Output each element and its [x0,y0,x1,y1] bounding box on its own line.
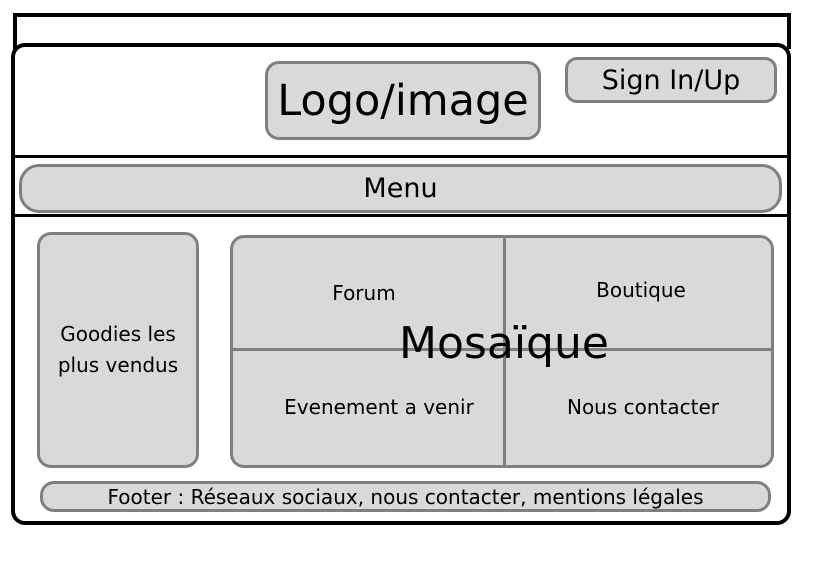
mosaic-cell-events[interactable]: Evenement a venir [233,395,525,419]
boutique-label: Boutique [596,278,686,302]
page-frame [11,43,791,525]
goodies-label-line2: plus vendus [57,353,179,377]
mosaic-grid [230,235,774,468]
mosaic-cell-contact[interactable]: Nous contacter [508,395,778,419]
mosaic-cell-boutique[interactable]: Boutique [508,278,774,302]
events-label: Evenement a venir [284,395,474,419]
mosaic-vertical-divider [503,238,506,466]
menu-divider [15,214,787,217]
menu-bar[interactable]: Menu [19,164,782,213]
best-sellers-panel[interactable]: Goodies les plus vendus [37,232,199,468]
mosaic-title: Mosaïque [399,318,609,369]
browser-top-bar [13,13,791,49]
forum-label: Forum [332,281,396,305]
signin-label: Sign In/Up [601,64,741,96]
header-divider [15,155,787,158]
footer-bar[interactable]: Footer : Réseaux sociaux, nous contacter… [40,481,771,512]
signin-button[interactable]: Sign In/Up [565,57,777,103]
logo-placeholder[interactable]: Logo/image [265,61,541,140]
footer-label: Footer : Réseaux sociaux, nous contacter… [107,484,704,509]
logo-label: Logo/image [277,75,529,126]
mosaic-horizontal-divider [233,348,771,351]
menu-label: Menu [363,173,438,204]
goodies-label-line1: Goodies les [60,322,176,346]
mosaic-cell-forum[interactable]: Forum [233,281,495,305]
contact-label: Nous contacter [566,395,720,419]
